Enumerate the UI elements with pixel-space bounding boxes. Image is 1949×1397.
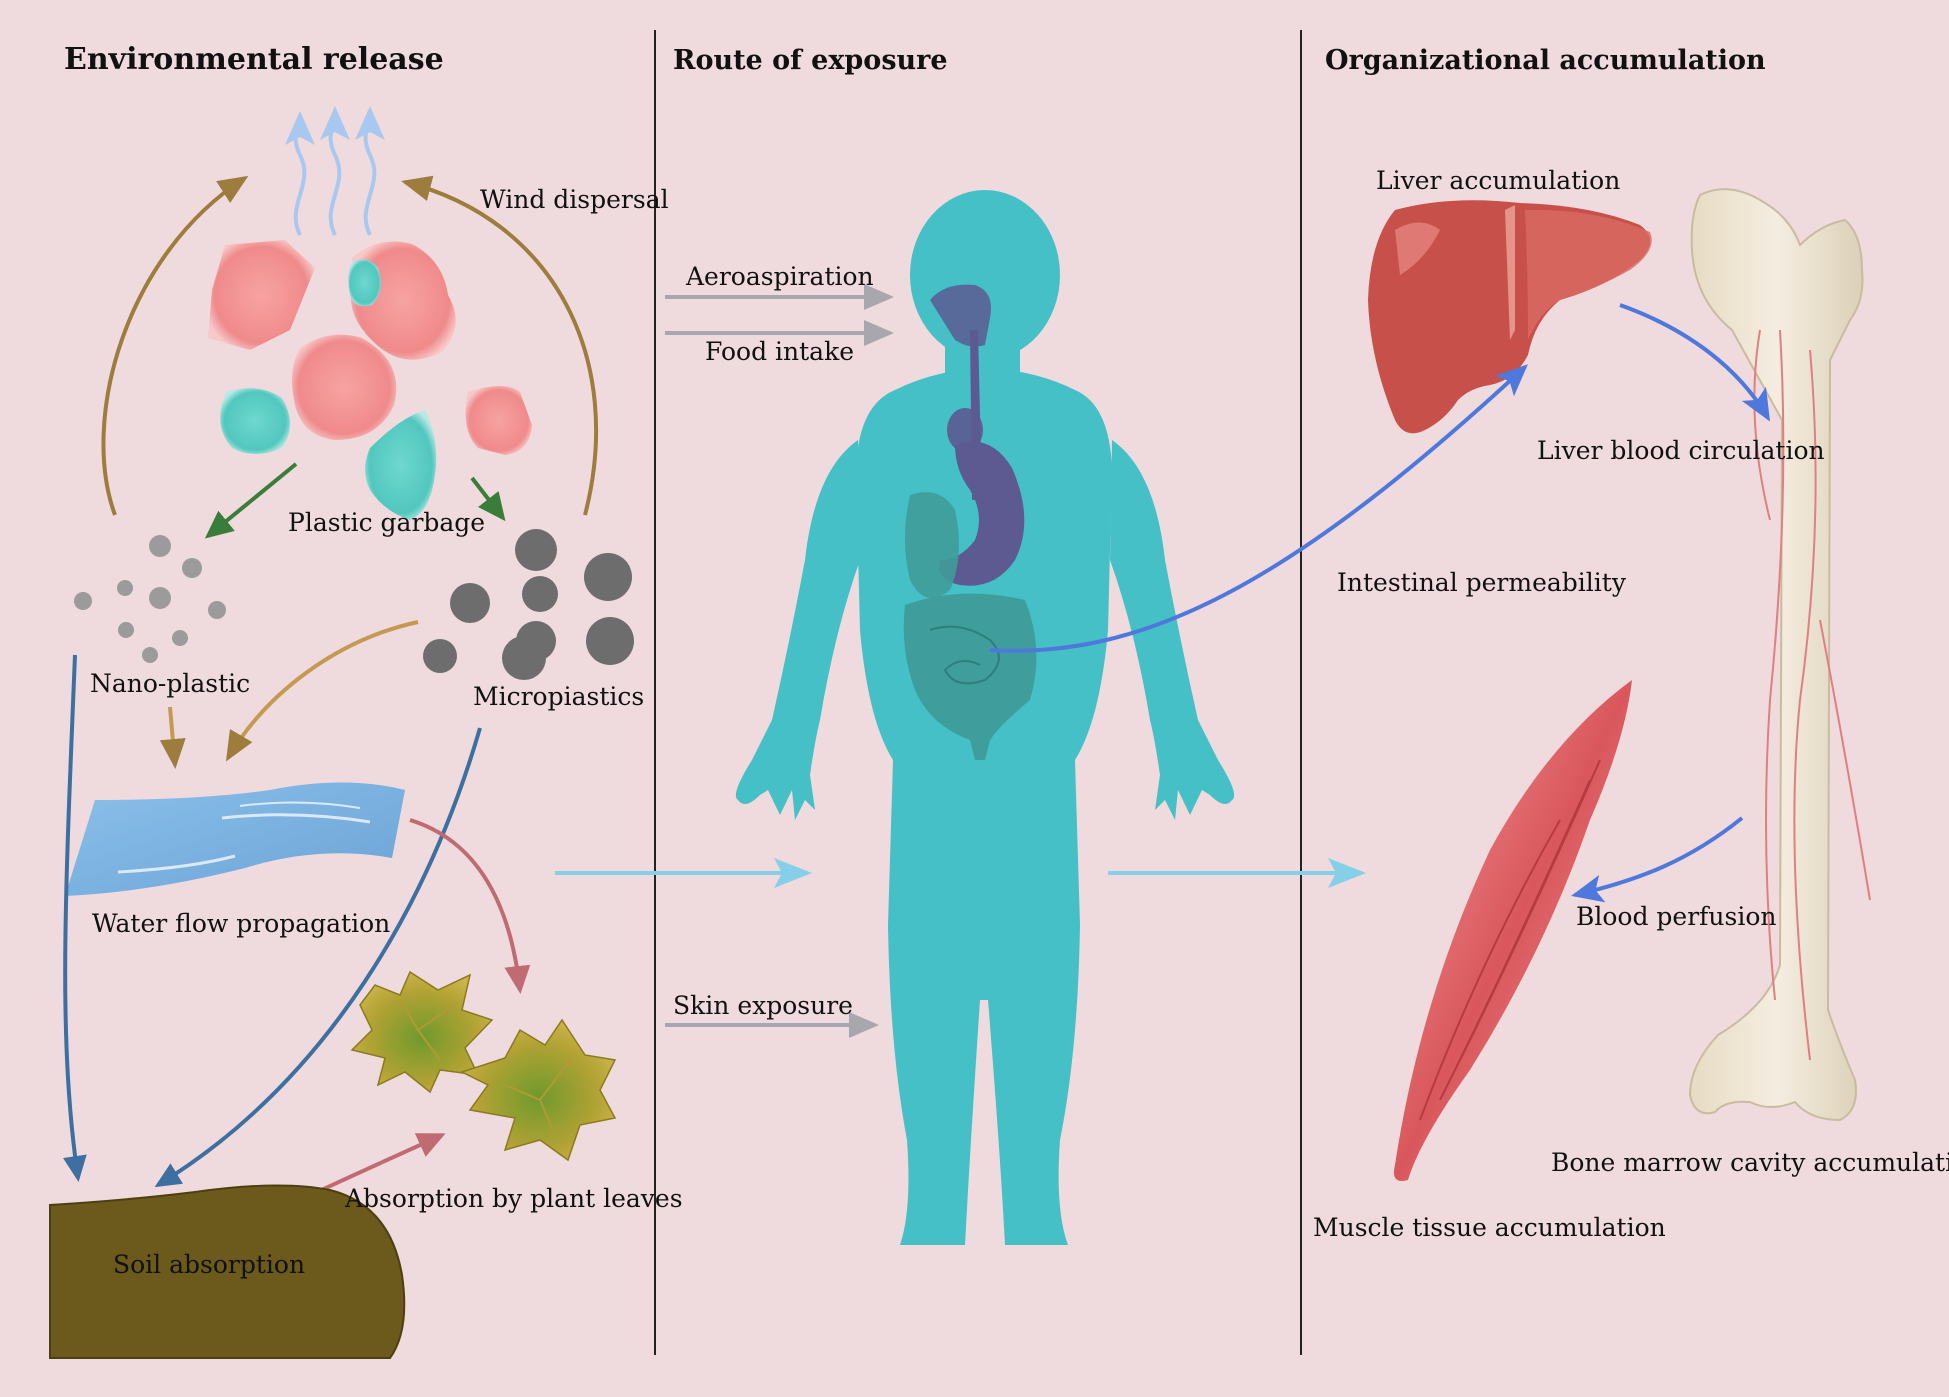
label-soil-absorption: Soil absorption xyxy=(113,1250,306,1279)
label-plant-absorption: Absorption by plant leaves xyxy=(345,1184,683,1213)
label-skin-exposure: Skin exposure xyxy=(673,991,853,1020)
label-microplastics: Micropiastics xyxy=(473,682,645,711)
label-intestinal-permeability: Intestinal permeability xyxy=(1337,568,1626,597)
organ-transport-arrows xyxy=(989,303,1771,903)
to-plants-arrows xyxy=(314,818,531,1195)
nano-plastic-particles xyxy=(74,535,226,663)
exposure-arrows xyxy=(665,284,894,1038)
soil-icon xyxy=(49,1184,406,1359)
label-food-intake: Food intake xyxy=(705,337,855,366)
label-bone-marrow: Bone marrow cavity accumulation xyxy=(1551,1148,1949,1177)
label-blood-perfusion: Blood perfusion xyxy=(1576,902,1777,931)
leaf-icon xyxy=(350,970,617,1162)
label-water-flow: Water flow propagation xyxy=(92,909,391,938)
fragmentation-arrows xyxy=(204,462,506,539)
section-title-route-of-exposure: Route of exposure xyxy=(673,45,948,76)
section-title-environmental-release: Environmental release xyxy=(64,42,444,77)
label-liver-accumulation: Liver accumulation xyxy=(1376,166,1621,195)
label-nano-plastic: Nano-plastic xyxy=(90,669,251,698)
section-title-organizational-accumulation: Organizational accumulation xyxy=(1325,45,1766,76)
wind-dispersal-arrows xyxy=(101,175,599,516)
micro-plastic-particles xyxy=(423,529,634,680)
label-muscle-tissue: Muscle tissue accumulation xyxy=(1313,1213,1666,1242)
label-plastic-garbage: Plastic garbage xyxy=(288,508,486,537)
label-aeroaspiration: Aeroaspiration xyxy=(686,262,874,291)
to-water-arrows xyxy=(159,620,419,769)
to-soil-arrows xyxy=(62,654,482,1188)
liver-icon xyxy=(1368,200,1652,434)
water-icon xyxy=(65,782,405,896)
wind-icon xyxy=(284,106,385,236)
label-liver-blood-circulation: Liver blood circulation xyxy=(1537,436,1825,465)
plastic-fragment-icon xyxy=(208,240,532,520)
digestive-organs xyxy=(903,284,1037,760)
muscle-icon xyxy=(1393,680,1632,1181)
label-wind-dispersal: Wind dispersal xyxy=(480,185,669,214)
bone-icon xyxy=(1688,188,1871,1122)
